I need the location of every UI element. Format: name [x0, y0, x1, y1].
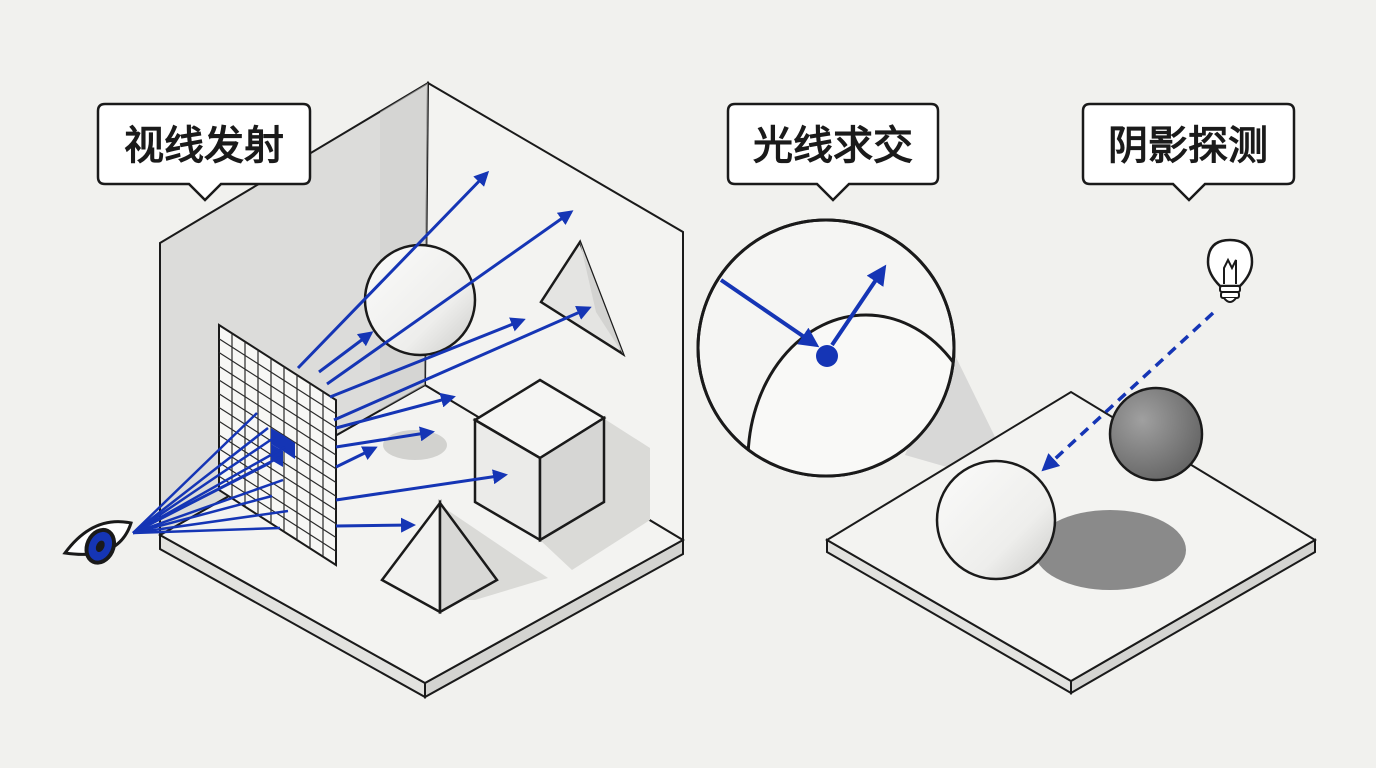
label-ray-intersection: 光线求交	[753, 123, 913, 169]
eye-ray	[132, 461, 271, 535]
cube-shadow	[540, 418, 650, 570]
scene-rays	[296, 170, 592, 533]
grid-line	[218, 338, 337, 415]
occluder-sphere	[1108, 386, 1204, 482]
eye-ray	[132, 412, 258, 534]
incident-ray	[719, 278, 820, 348]
eye-ray	[132, 509, 289, 535]
reflected-ray	[830, 264, 887, 347]
eye-ray	[132, 435, 276, 535]
grid-line	[218, 351, 337, 429]
scene-sphere	[363, 243, 477, 357]
eye-ray	[132, 526, 281, 535]
grid-line	[218, 461, 337, 539]
hit-point	[816, 345, 838, 367]
eye-ray	[132, 427, 269, 534]
scene-ray	[335, 446, 378, 469]
scene-ray	[335, 517, 416, 533]
scene-ray	[335, 426, 435, 449]
intersection-detail	[696, 218, 1020, 488]
eye-icon	[62, 520, 133, 565]
scene-ray	[296, 170, 490, 370]
label-shadow-probe: 阴影探测	[1108, 123, 1268, 169]
scene-ray	[335, 469, 508, 502]
scene-ray	[335, 392, 456, 430]
grid-line	[218, 393, 337, 470]
callout-ray-intersection: 光线求交	[726, 102, 940, 202]
scene-ray	[329, 317, 526, 399]
cast-shadow	[1034, 510, 1186, 590]
hit-pixel	[283, 435, 295, 459]
eye-ray	[132, 494, 273, 535]
scene-box	[62, 81, 685, 699]
scene-pyramid	[380, 499, 499, 615]
light-sphere	[935, 459, 1057, 581]
grid-line	[218, 379, 337, 456]
scene-ray	[326, 210, 574, 386]
scene-triangle-shade	[580, 242, 623, 354]
lightbulb-icon	[1206, 238, 1254, 303]
shadow-probe-scene	[825, 238, 1317, 695]
grid-line	[218, 365, 337, 442]
label-ray-casting: 视线发射	[124, 123, 284, 169]
shadow-ray	[1041, 311, 1215, 472]
callout-shadow-probe: 阴影探测	[1081, 102, 1296, 202]
hit-pixel	[271, 428, 283, 451]
eye-ray	[132, 478, 284, 535]
eye-rays	[132, 412, 289, 535]
scene-cube	[472, 378, 607, 543]
callout-ray-casting: 视线发射	[96, 102, 312, 202]
grid-line	[218, 434, 337, 511]
scene-ray	[333, 305, 592, 422]
scene-ray	[318, 331, 374, 374]
